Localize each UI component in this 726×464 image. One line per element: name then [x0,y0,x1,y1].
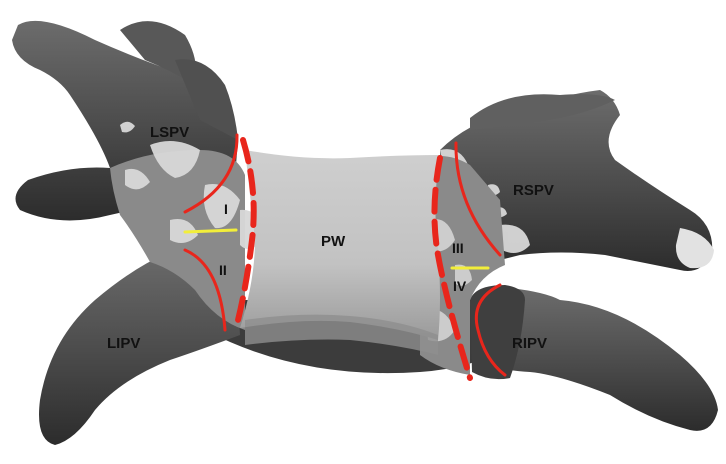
lspv-label: LSPV [150,124,189,141]
pw-label: PW [321,233,345,250]
segment-label-4: IV [453,278,466,294]
left-gap-marker [185,230,236,232]
lipv-label: LIPV [107,335,140,352]
segment-label-2: II [219,262,227,278]
segment-label-1: I [224,201,228,217]
segment-label-3: III [452,240,464,256]
ripv-label: RIPV [512,335,547,352]
rspv-label: RSPV [513,182,554,199]
